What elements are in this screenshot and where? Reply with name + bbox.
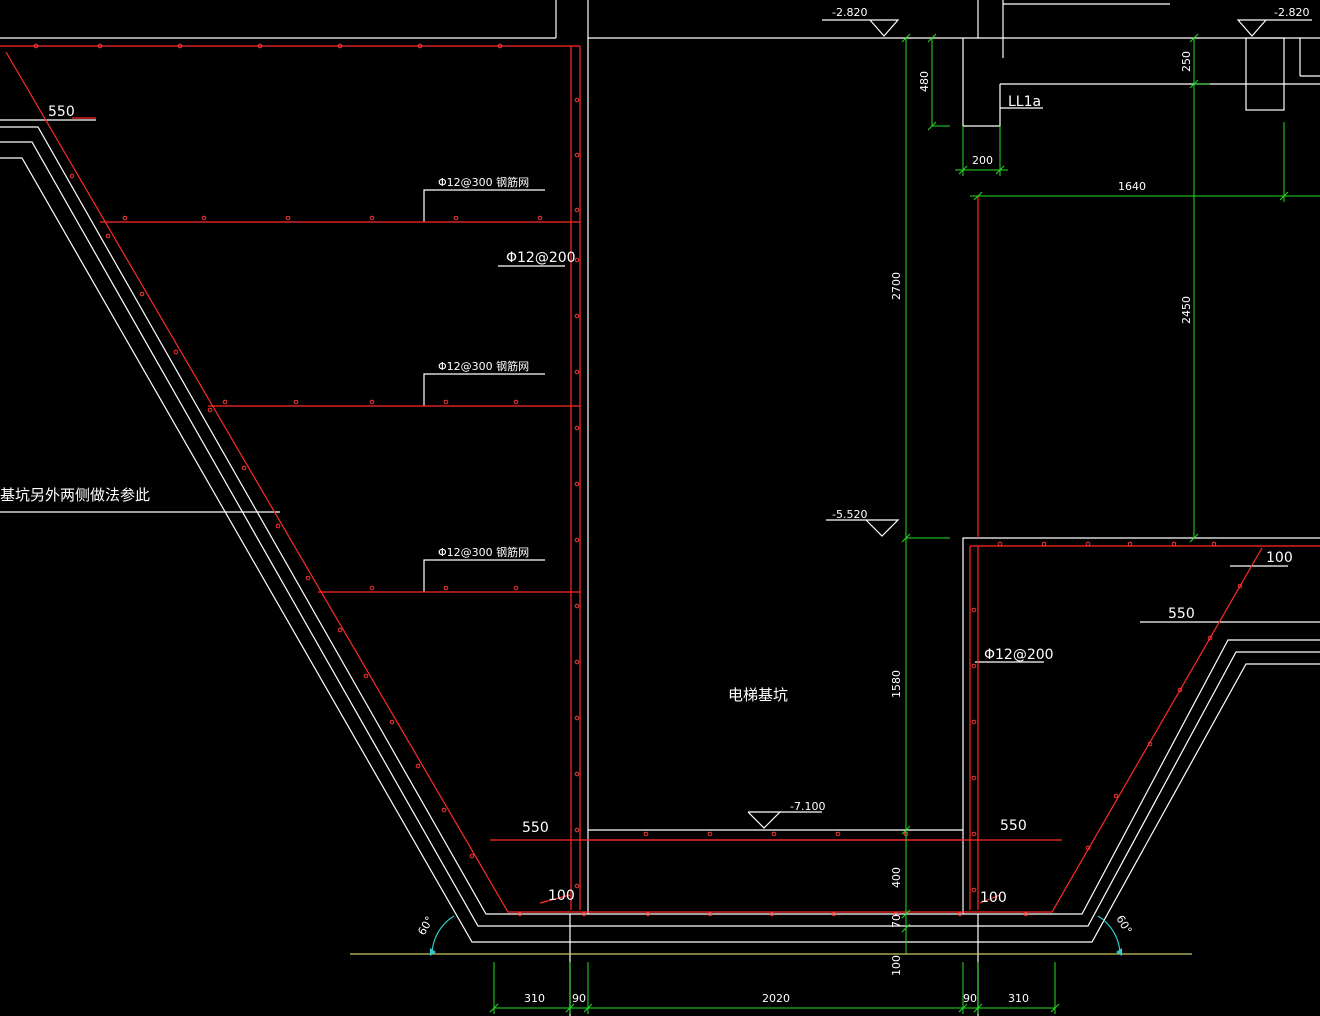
dim-250: 250	[1180, 51, 1193, 72]
beam-label: LL1a	[1008, 94, 1041, 110]
rebar-lines	[0, 43, 1320, 917]
dim-90-left: 90	[572, 992, 586, 1005]
dim-100-vertical: 100	[890, 955, 903, 976]
dimension-lines	[489, 33, 1320, 1014]
dim-550-bottom-right: 550	[1000, 818, 1027, 834]
mesh-label-1: Φ12@300 钢筋网	[438, 175, 529, 189]
dim-90-right: 90	[963, 992, 977, 1005]
dim-310-right: 310	[1008, 992, 1029, 1005]
elevation-mid: -5.520	[832, 508, 867, 521]
rebar-label-left: Φ12@200	[506, 250, 576, 266]
dim-ticks	[489, 33, 1289, 1013]
text-labels: -2.820 -2.820 -5.520 -7.100 电梯基坑 基坑另外两侧做…	[0, 6, 1309, 1005]
dim-1580: 1580	[890, 670, 903, 698]
dim-200: 200	[972, 154, 993, 167]
angle-right: 60°	[1113, 913, 1134, 936]
dim-2020: 2020	[762, 992, 790, 1005]
dim-2450: 2450	[1180, 296, 1193, 324]
dim-550-right-mid: 550	[1168, 606, 1195, 622]
dim-480: 480	[918, 71, 931, 92]
angle-left: 60°	[415, 914, 436, 937]
dim-550-top-left: 550	[48, 104, 75, 120]
elevation-pit-bottom: -7.100	[790, 800, 825, 813]
elevation-top-left: -2.820	[832, 6, 867, 19]
dim-70: 70	[890, 914, 903, 928]
mesh-label-3: Φ12@300 钢筋网	[438, 545, 529, 559]
dim-310-left: 310	[524, 992, 545, 1005]
mesh-label-2: Φ12@300 钢筋网	[438, 359, 529, 373]
dim-2700: 2700	[890, 272, 903, 300]
rebar-dots	[33, 43, 1243, 917]
dim-1640: 1640	[1118, 180, 1146, 193]
dim-100-right-top: 100	[1266, 550, 1293, 566]
side-note: 基坑另外两侧做法参此	[0, 486, 150, 504]
rebar-label-right: Φ12@200	[984, 647, 1054, 663]
elevation-top-right: -2.820	[1274, 6, 1309, 19]
elevation-markers	[747, 19, 1312, 829]
dim-550-bottom-left: 550	[522, 820, 549, 836]
angle-arcs	[430, 915, 1122, 956]
dim-100-bottom-left: 100	[548, 888, 575, 904]
dim-100-bottom-right: 100	[980, 890, 1007, 906]
pit-label: 电梯基坑	[728, 686, 788, 704]
dim-400: 400	[890, 867, 903, 888]
